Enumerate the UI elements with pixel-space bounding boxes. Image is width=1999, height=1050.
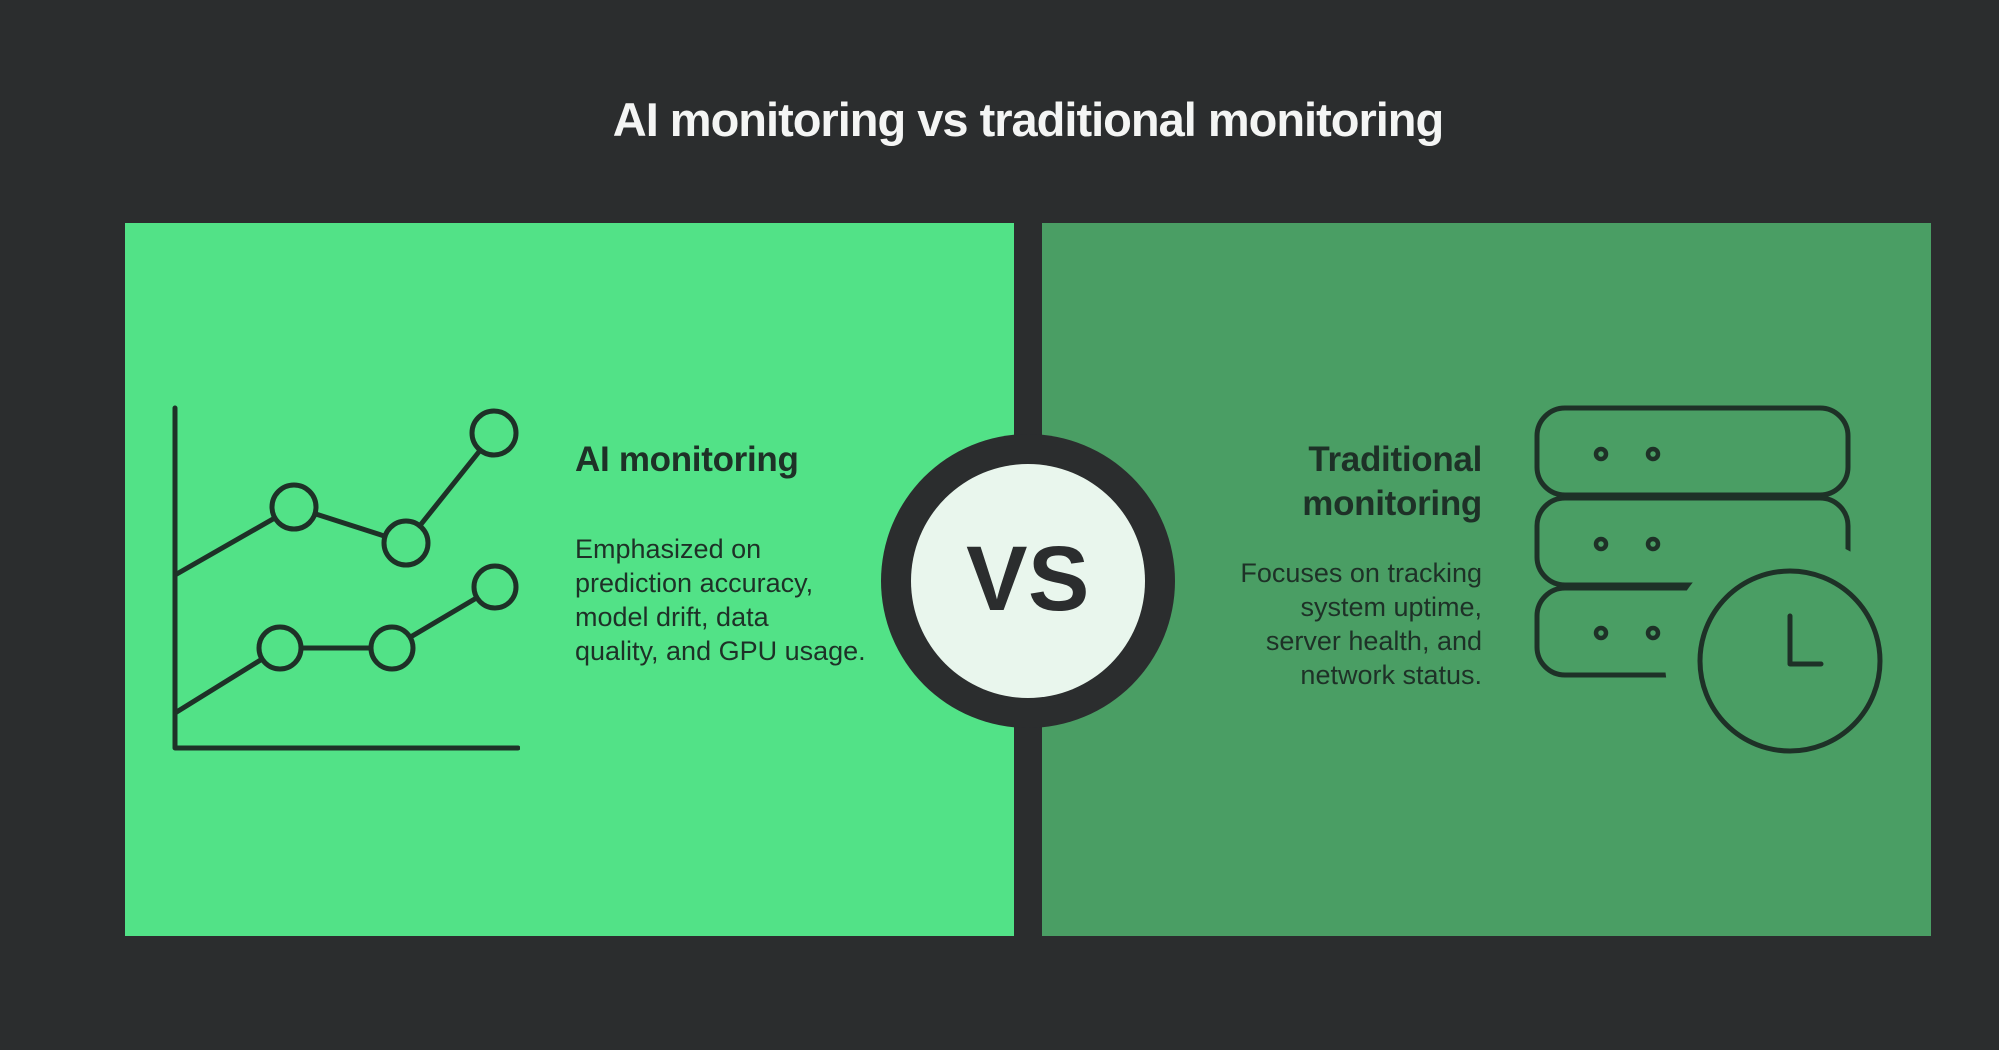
chart-series-upper xyxy=(172,430,497,578)
ai-monitoring-heading: AI monitoring xyxy=(575,440,799,479)
server-unit xyxy=(1534,495,1851,588)
server-clock-graphic xyxy=(1534,405,1883,754)
chart-series-lower xyxy=(172,584,498,716)
chart-point xyxy=(381,518,431,568)
traditional-monitoring-heading: Traditional monitoring xyxy=(1302,440,1482,523)
traditional-monitoring-text-block: Traditional monitoring Focuses on tracki… xyxy=(1137,438,1482,692)
ai-monitoring-description: Emphasized on prediction accuracy, model… xyxy=(575,534,866,666)
traditional-monitoring-description: Focuses on tracking system uptime, serve… xyxy=(1240,558,1482,690)
chart-point xyxy=(256,624,304,672)
line-chart-graphic xyxy=(172,405,520,751)
server-led-dot xyxy=(1645,446,1661,462)
chart-point xyxy=(469,408,519,458)
page-title: AI monitoring vs traditional monitoring xyxy=(612,93,1444,146)
server-led-dot xyxy=(1593,536,1609,552)
chart-point xyxy=(269,482,319,532)
vs-badge-inner: VS xyxy=(911,464,1145,698)
ai-monitoring-text-block: AI monitoring Emphasized on prediction a… xyxy=(575,438,920,668)
ai-monitoring-panel: AI monitoring Emphasized on prediction a… xyxy=(125,223,1014,936)
traditional-monitoring-panel: Traditional monitoring Focuses on tracki… xyxy=(1042,223,1931,936)
server-led-dot xyxy=(1645,536,1661,552)
line-chart-icon xyxy=(165,398,520,763)
chart-point xyxy=(368,624,416,672)
vs-badge: VS xyxy=(881,434,1175,728)
server-unit xyxy=(1534,585,1851,678)
server-clock-icon xyxy=(1532,403,1887,758)
clock-hands xyxy=(1787,613,1824,667)
chart-axes xyxy=(172,405,520,751)
server-unit xyxy=(1534,405,1851,498)
server-stack xyxy=(1534,405,1851,678)
comparison-panels: AI monitoring Emphasized on prediction a… xyxy=(125,223,1931,936)
server-led-dot xyxy=(1645,625,1661,641)
server-led-dot xyxy=(1593,446,1609,462)
clock-face xyxy=(1697,568,1883,754)
chart-point xyxy=(471,563,519,611)
vs-label: VS xyxy=(966,527,1090,630)
server-led-dot xyxy=(1593,625,1609,641)
